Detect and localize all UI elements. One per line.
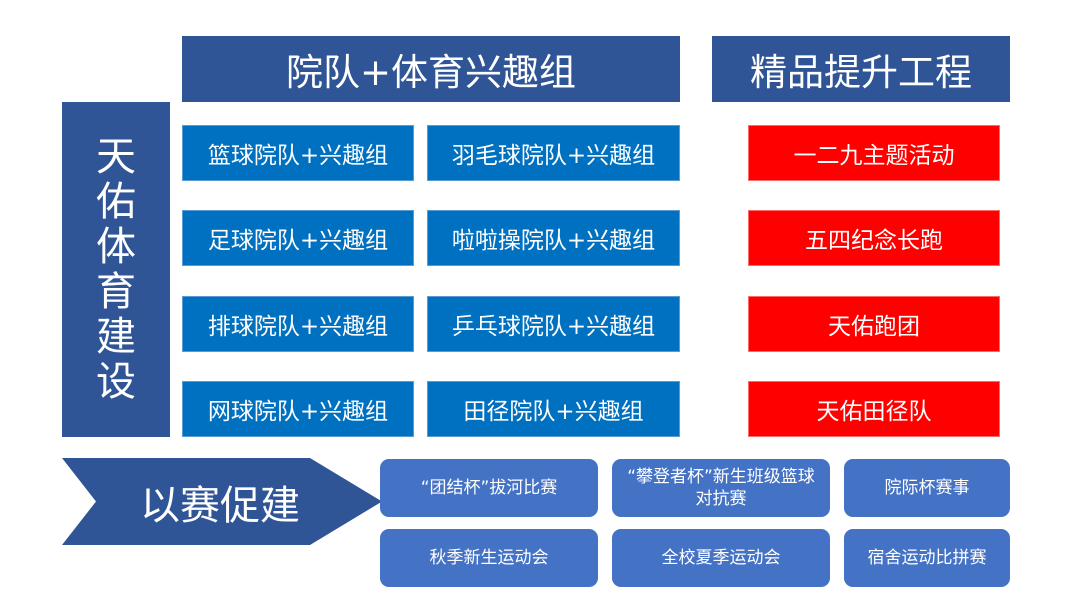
team-box-table-tennis: 乒乓球院队+兴趣组 (427, 296, 680, 352)
sidebar-char: 设 (96, 358, 136, 405)
event-autumn-freshman-games: 秋季新生运动会 (380, 529, 598, 587)
team-box-tennis: 网球院队+兴趣组 (182, 381, 414, 437)
sidebar-char: 建 (96, 313, 136, 360)
team-box-volleyball: 排球院队+兴趣组 (182, 296, 414, 352)
promotion-arrow (62, 458, 382, 545)
sidebar-char: 体 (96, 223, 136, 270)
quality-item-may4-run: 五四纪念长跑 (748, 210, 1000, 266)
team-box-cheerleading: 啦啦操院队+兴趣组 (427, 210, 680, 266)
promotion-label: 以赛促建 (140, 482, 300, 529)
header-quality-improvement: 精品提升工程 (712, 36, 1010, 102)
event-freshman-basketball: “攀登者杯”新生班级篮球对抗赛 (612, 459, 830, 517)
quality-item-129-theme: 一二九主题活动 (748, 125, 1000, 181)
sidebar-tianyou-sports-construction: 天 佑 体 育 建 设 (62, 102, 170, 437)
team-box-track-field: 田径院队+兴趣组 (427, 381, 680, 437)
quality-item-running-group: 天佑跑团 (748, 296, 1000, 352)
event-dorm-competition: 宿舍运动比拼赛 (844, 529, 1010, 587)
event-inter-college-cup: 院际杯赛事 (844, 459, 1010, 517)
event-summer-school-games: 全校夏季运动会 (612, 529, 830, 587)
sidebar-char: 佑 (96, 178, 136, 225)
sidebar-char: 天 (96, 133, 136, 180)
team-box-badminton: 羽毛球院队+兴趣组 (427, 125, 680, 181)
sidebar-char: 育 (96, 268, 136, 315)
header-teams-interest-groups: 院队+体育兴趣组 (182, 36, 680, 102)
quality-item-track-team: 天佑田径队 (748, 381, 1000, 437)
event-tug-of-war: “团结杯”拔河比赛 (380, 459, 598, 517)
team-box-basketball: 篮球院队+兴趣组 (182, 125, 414, 181)
team-box-football: 足球院队+兴趣组 (182, 210, 414, 266)
